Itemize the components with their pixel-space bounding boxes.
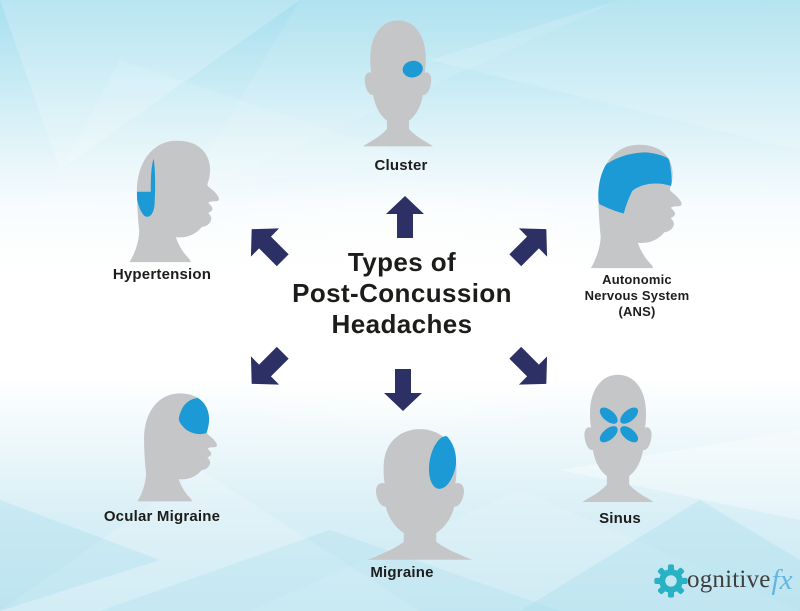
ocular-migraine-label: Ocular Migraine [103, 508, 221, 525]
ans-head-illustration [590, 144, 682, 269]
arrow-up-icon [386, 196, 424, 243]
title-line-3: Headaches [331, 309, 473, 339]
title-line-1: Types of [347, 247, 457, 277]
sinus-pain-area [599, 407, 639, 443]
hypertension-head-illustration [129, 140, 219, 263]
ans-label: Autonomic Nervous System (ANS) [584, 272, 690, 319]
migraine-pain-area [428, 436, 457, 489]
cluster-pain-area [402, 60, 423, 78]
ans-pain-area [594, 152, 672, 214]
cognitivefx-logo: ognitive fx [652, 556, 797, 604]
arrow-upper-left-icon [237, 214, 301, 278]
sinus-head-silhouette [582, 374, 654, 502]
logo-suffix: fx [771, 563, 793, 596]
arrow-upper-right-icon [497, 214, 561, 278]
cluster-head-illustration [363, 20, 433, 147]
ocular-migraine-pain-area [178, 397, 215, 435]
cluster-label: Cluster [374, 157, 428, 174]
gear-icon [654, 564, 688, 598]
migraine-label: Migraine [370, 564, 434, 581]
arrow-lower-right-icon [497, 334, 561, 398]
cluster-head-silhouette [363, 20, 433, 147]
hypertension-label: Hypertension [112, 266, 212, 283]
migraine-head-silhouette [367, 429, 473, 560]
migraine-head-illustration [367, 429, 473, 560]
arrow-lower-left-icon [237, 334, 301, 398]
sinus-label: Sinus [599, 510, 641, 527]
title-line-2: Post-Concussion [292, 278, 512, 308]
arrow-down-icon [384, 364, 422, 411]
page-title: Types of Post-Concussion Headaches [266, 247, 538, 340]
logo-word: ognitive [687, 566, 771, 593]
ocular-migraine-head-illustration [137, 393, 217, 502]
sinus-head-illustration [582, 374, 654, 502]
